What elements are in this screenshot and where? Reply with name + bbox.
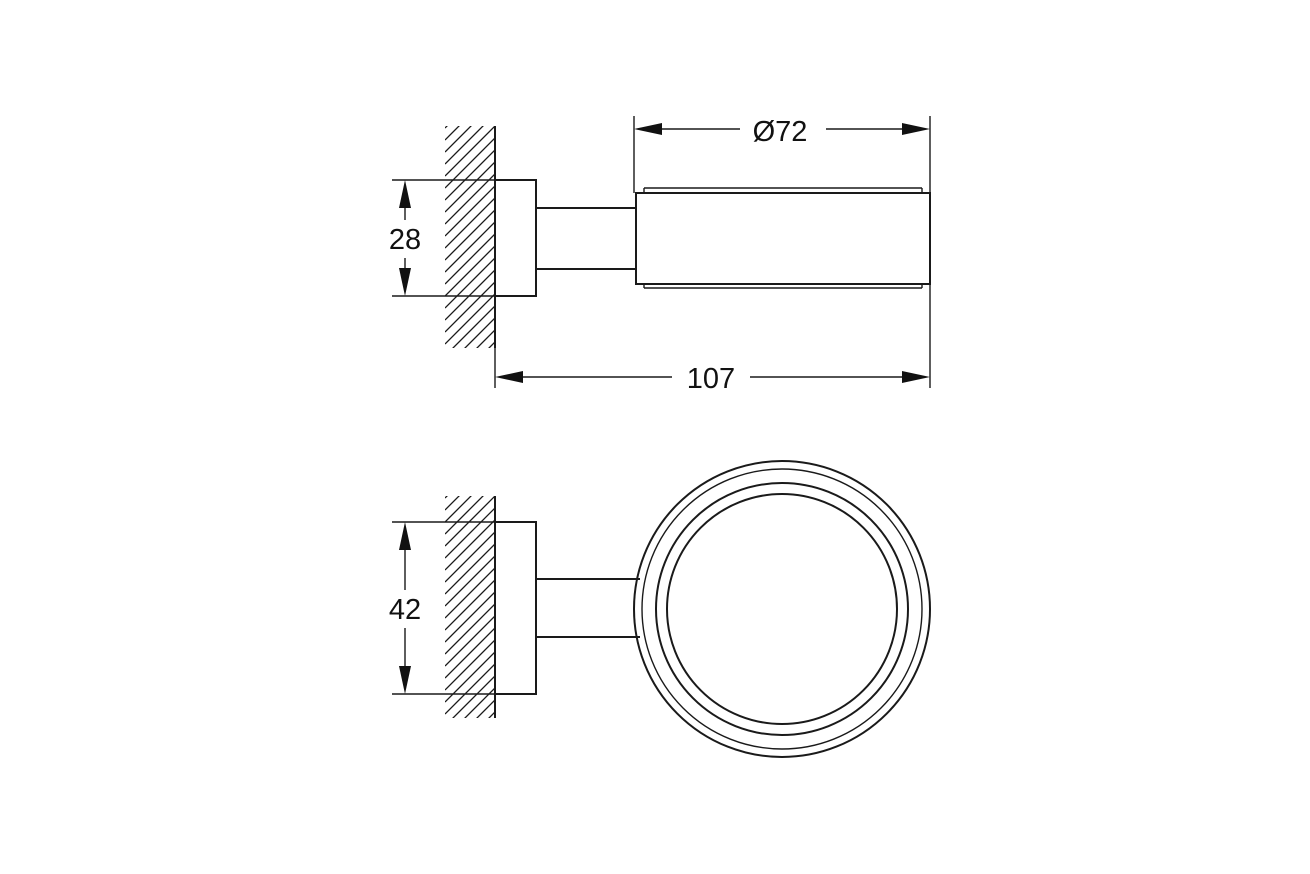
arrowhead	[634, 123, 662, 135]
hatch-line	[445, 627, 495, 679]
hatch-line	[445, 615, 495, 667]
hatch-line	[445, 579, 495, 631]
hatch-line	[445, 209, 495, 261]
hatch-line	[445, 173, 495, 225]
hatch-line	[445, 185, 495, 237]
holder-outer-ring	[633, 460, 931, 758]
holder-rim-ring	[641, 468, 923, 750]
hatch-line	[445, 543, 495, 595]
wall-flange-front	[494, 521, 537, 695]
hatch-line	[445, 149, 495, 201]
hatch-line	[445, 567, 495, 619]
hatch-line	[445, 221, 495, 273]
hatch-line	[445, 66, 495, 116]
arrowhead	[399, 268, 411, 296]
hatch-line	[445, 281, 495, 333]
arrowhead	[902, 123, 930, 135]
arrowhead	[399, 522, 411, 550]
arrowhead	[399, 180, 411, 208]
hatch-line	[445, 126, 460, 141]
wall-flange-top	[494, 179, 537, 297]
hatch-line	[445, 603, 495, 655]
length-label: 107	[687, 363, 735, 395]
hatch-line	[445, 591, 495, 643]
height-dimension-top: 28	[389, 179, 495, 297]
hatch-line	[445, 436, 495, 486]
height-label-front: 42	[389, 594, 421, 626]
hatch-line	[445, 496, 484, 535]
hatch-line	[445, 126, 495, 177]
hatch-line	[445, 354, 495, 404]
height-label-top: 28	[389, 224, 421, 256]
arrowhead	[902, 371, 930, 383]
hatch-line	[445, 531, 495, 583]
hatch-line	[445, 293, 495, 345]
holder-inner-ring	[666, 493, 898, 725]
hatch-line	[445, 197, 495, 249]
hatch-line	[464, 317, 495, 348]
hatch-line	[464, 687, 495, 718]
hatch-line	[476, 329, 495, 348]
holder-mid-ring	[655, 482, 909, 736]
hatch-line	[445, 519, 495, 571]
hatch-line	[445, 161, 495, 213]
hatch-line	[445, 245, 495, 297]
length-dimension: 107	[494, 348, 930, 395]
hatch-line	[445, 257, 495, 309]
hatch-line	[476, 699, 495, 718]
hatch-line	[445, 126, 484, 165]
holder-ring-side	[635, 192, 931, 285]
arrowhead	[399, 666, 411, 694]
diameter-label: Ø72	[753, 116, 808, 148]
hatch-line	[452, 305, 495, 348]
hatch-line	[445, 233, 495, 285]
hatch-line	[445, 555, 495, 607]
hatch-line	[445, 496, 460, 511]
wall-hatch-top	[445, 66, 495, 404]
wall-hatch-bottom	[445, 436, 495, 774]
side-view: Ø72 107 28	[389, 66, 931, 404]
front-view: 42	[389, 436, 931, 774]
hatch-line	[488, 341, 495, 348]
hatch-line	[445, 496, 495, 547]
hatch-line	[445, 269, 495, 321]
hatch-line	[452, 675, 495, 718]
hatch-line	[445, 126, 448, 129]
hatch-line	[445, 496, 472, 523]
hatch-line	[445, 639, 495, 691]
arm-top	[535, 207, 637, 270]
arrowhead	[495, 371, 523, 383]
hatch-line	[445, 724, 495, 774]
hatch-line	[445, 663, 495, 715]
hatch-line	[445, 126, 472, 153]
hatch-line	[445, 507, 495, 559]
height-dimension-front: 42	[389, 521, 495, 695]
diameter-dimension: Ø72	[633, 116, 931, 388]
hatch-line	[488, 711, 495, 718]
hatch-line	[445, 496, 448, 499]
